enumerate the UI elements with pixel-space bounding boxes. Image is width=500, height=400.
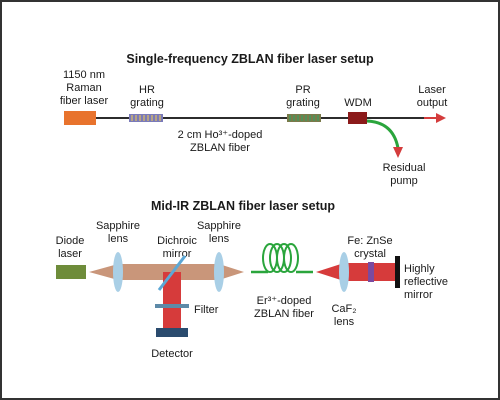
- raman-label-line2: Raman: [66, 82, 101, 94]
- diode-laser: [56, 265, 86, 279]
- output-label-line2: output: [417, 97, 448, 109]
- er-fiber-label-line1: Er³⁺-doped: [257, 295, 312, 307]
- diode-label-line1: Diode: [56, 235, 85, 247]
- sapphire-lens-1: [113, 252, 123, 292]
- sapphire1-label-line2: lens: [108, 233, 129, 245]
- filter: [155, 304, 189, 308]
- caf2-label-line1: CaF₂: [331, 303, 356, 315]
- mid-ir-beam: [316, 263, 395, 281]
- mirror-label-line1: Highly: [404, 263, 435, 275]
- wdm-coupler: [348, 112, 367, 124]
- detector-label: Detector: [151, 348, 193, 360]
- pr-grating-stripes: [289, 115, 319, 121]
- detector: [156, 328, 188, 337]
- highly-reflective-mirror: [395, 256, 400, 288]
- detector-beam: [163, 272, 181, 328]
- ho-fiber-label-line2: ZBLAN fiber: [190, 142, 250, 154]
- residual-label-line1: Residual: [383, 162, 426, 174]
- er-fiber-coils: [262, 243, 299, 273]
- residual-pump-arrow: [393, 147, 403, 158]
- filter-label: Filter: [194, 304, 219, 316]
- dichroic-label-line2: mirror: [163, 248, 192, 260]
- pr-label-line1: PR: [295, 84, 310, 96]
- hr-label-line2: grating: [130, 97, 164, 109]
- fiber-coil-loop: [283, 243, 299, 273]
- caf2-lens: [339, 252, 349, 292]
- fe-znse-label-line1: Fe: ZnSe: [347, 235, 392, 247]
- ho-fiber-label-line1: 2 cm Ho³⁺-doped: [178, 129, 263, 141]
- fe-znse-crystal: [368, 262, 374, 282]
- mirror-label-line2: reflective: [404, 276, 448, 288]
- output-label-line1: Laser: [418, 84, 446, 96]
- top-title: Single-frequency ZBLAN fiber laser setup: [126, 52, 374, 66]
- laser-output-arrow: [436, 113, 446, 123]
- sapphire1-label-line1: Sapphire: [96, 220, 140, 232]
- fe-znse-label-line2: crystal: [354, 248, 386, 260]
- diode-label-line2: laser: [58, 248, 82, 260]
- pr-grating: [287, 114, 321, 122]
- raman-label-line3: fiber laser: [60, 95, 109, 107]
- sapphire-lens-2: [214, 252, 224, 292]
- hr-grating: [129, 114, 163, 122]
- sapphire2-label-line2: lens: [209, 233, 230, 245]
- residual-pump-fiber: [366, 119, 400, 149]
- hr-label-line1: HR: [139, 84, 155, 96]
- mirror-label-line3: mirror: [404, 289, 433, 301]
- fiber-coil-loop: [276, 243, 292, 273]
- raman-fiber-laser: [64, 111, 96, 125]
- raman-label-line1: 1150 nm: [63, 69, 105, 81]
- residual-label-line2: pump: [390, 175, 418, 187]
- sapphire2-label-line1: Sapphire: [197, 220, 241, 232]
- dichroic-label-line1: Dichroic: [157, 235, 197, 247]
- wdm-label: WDM: [344, 97, 372, 109]
- er-fiber-label-line2: ZBLAN fiber: [254, 308, 314, 320]
- caf2-label-line2: lens: [334, 316, 355, 328]
- dichroic-mirror: [157, 255, 187, 291]
- hr-grating-stripes: [131, 115, 161, 121]
- bottom-title: Mid-IR ZBLAN fiber laser setup: [151, 199, 335, 213]
- pr-label-line2: grating: [286, 97, 320, 109]
